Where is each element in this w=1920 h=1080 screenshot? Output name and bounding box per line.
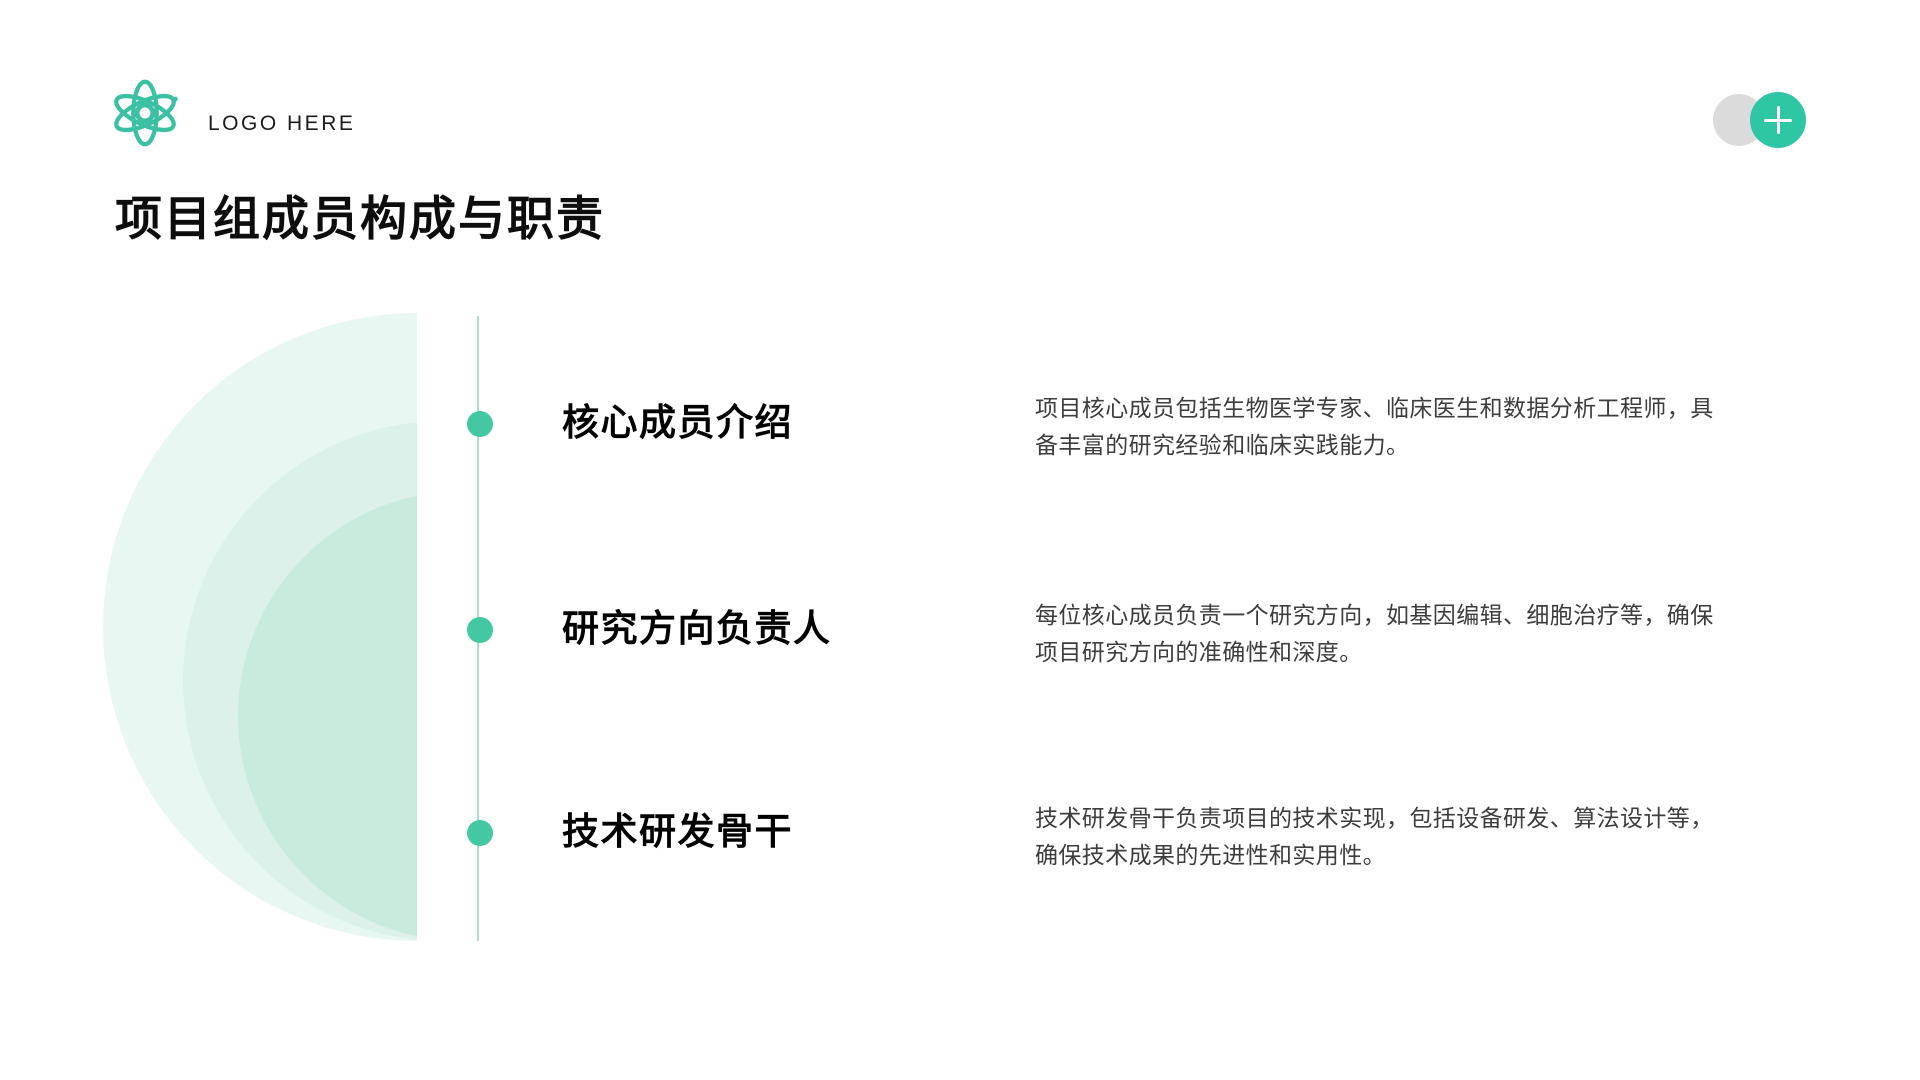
section-heading-core-members: 核心成员介绍 [562, 402, 793, 443]
section-body-tech-backbone: 技术研发骨干负责项目的技术实现，包括设备研发、算法设计等， 确保技术成果的先进性… [1035, 805, 1714, 868]
add-button[interactable] [1750, 92, 1806, 148]
bullet-dot-icon [467, 411, 493, 437]
bullet-dot-icon [467, 820, 493, 846]
atom-icon [106, 72, 184, 154]
plus-icon [1776, 106, 1780, 134]
section-body-research-leads: 每位核心成员负责一个研究方向，如基因编辑、细胞治疗等，确保 项目研究方向的准确性… [1035, 602, 1714, 665]
logo-text: LOGO HERE [208, 112, 356, 135]
section-body-core-members: 项目核心成员包括生物医学专家、临床医生和数据分析工程师，具 备丰富的研究经验和临… [1035, 395, 1714, 458]
page-title: 项目组成员构成与职责 [115, 192, 605, 245]
bullet-dot-icon [467, 617, 493, 643]
section-heading-research-leads: 研究方向负责人 [562, 608, 832, 649]
deco-circles [103, 313, 417, 941]
section-heading-tech-backbone: 技术研发骨干 [562, 811, 793, 852]
